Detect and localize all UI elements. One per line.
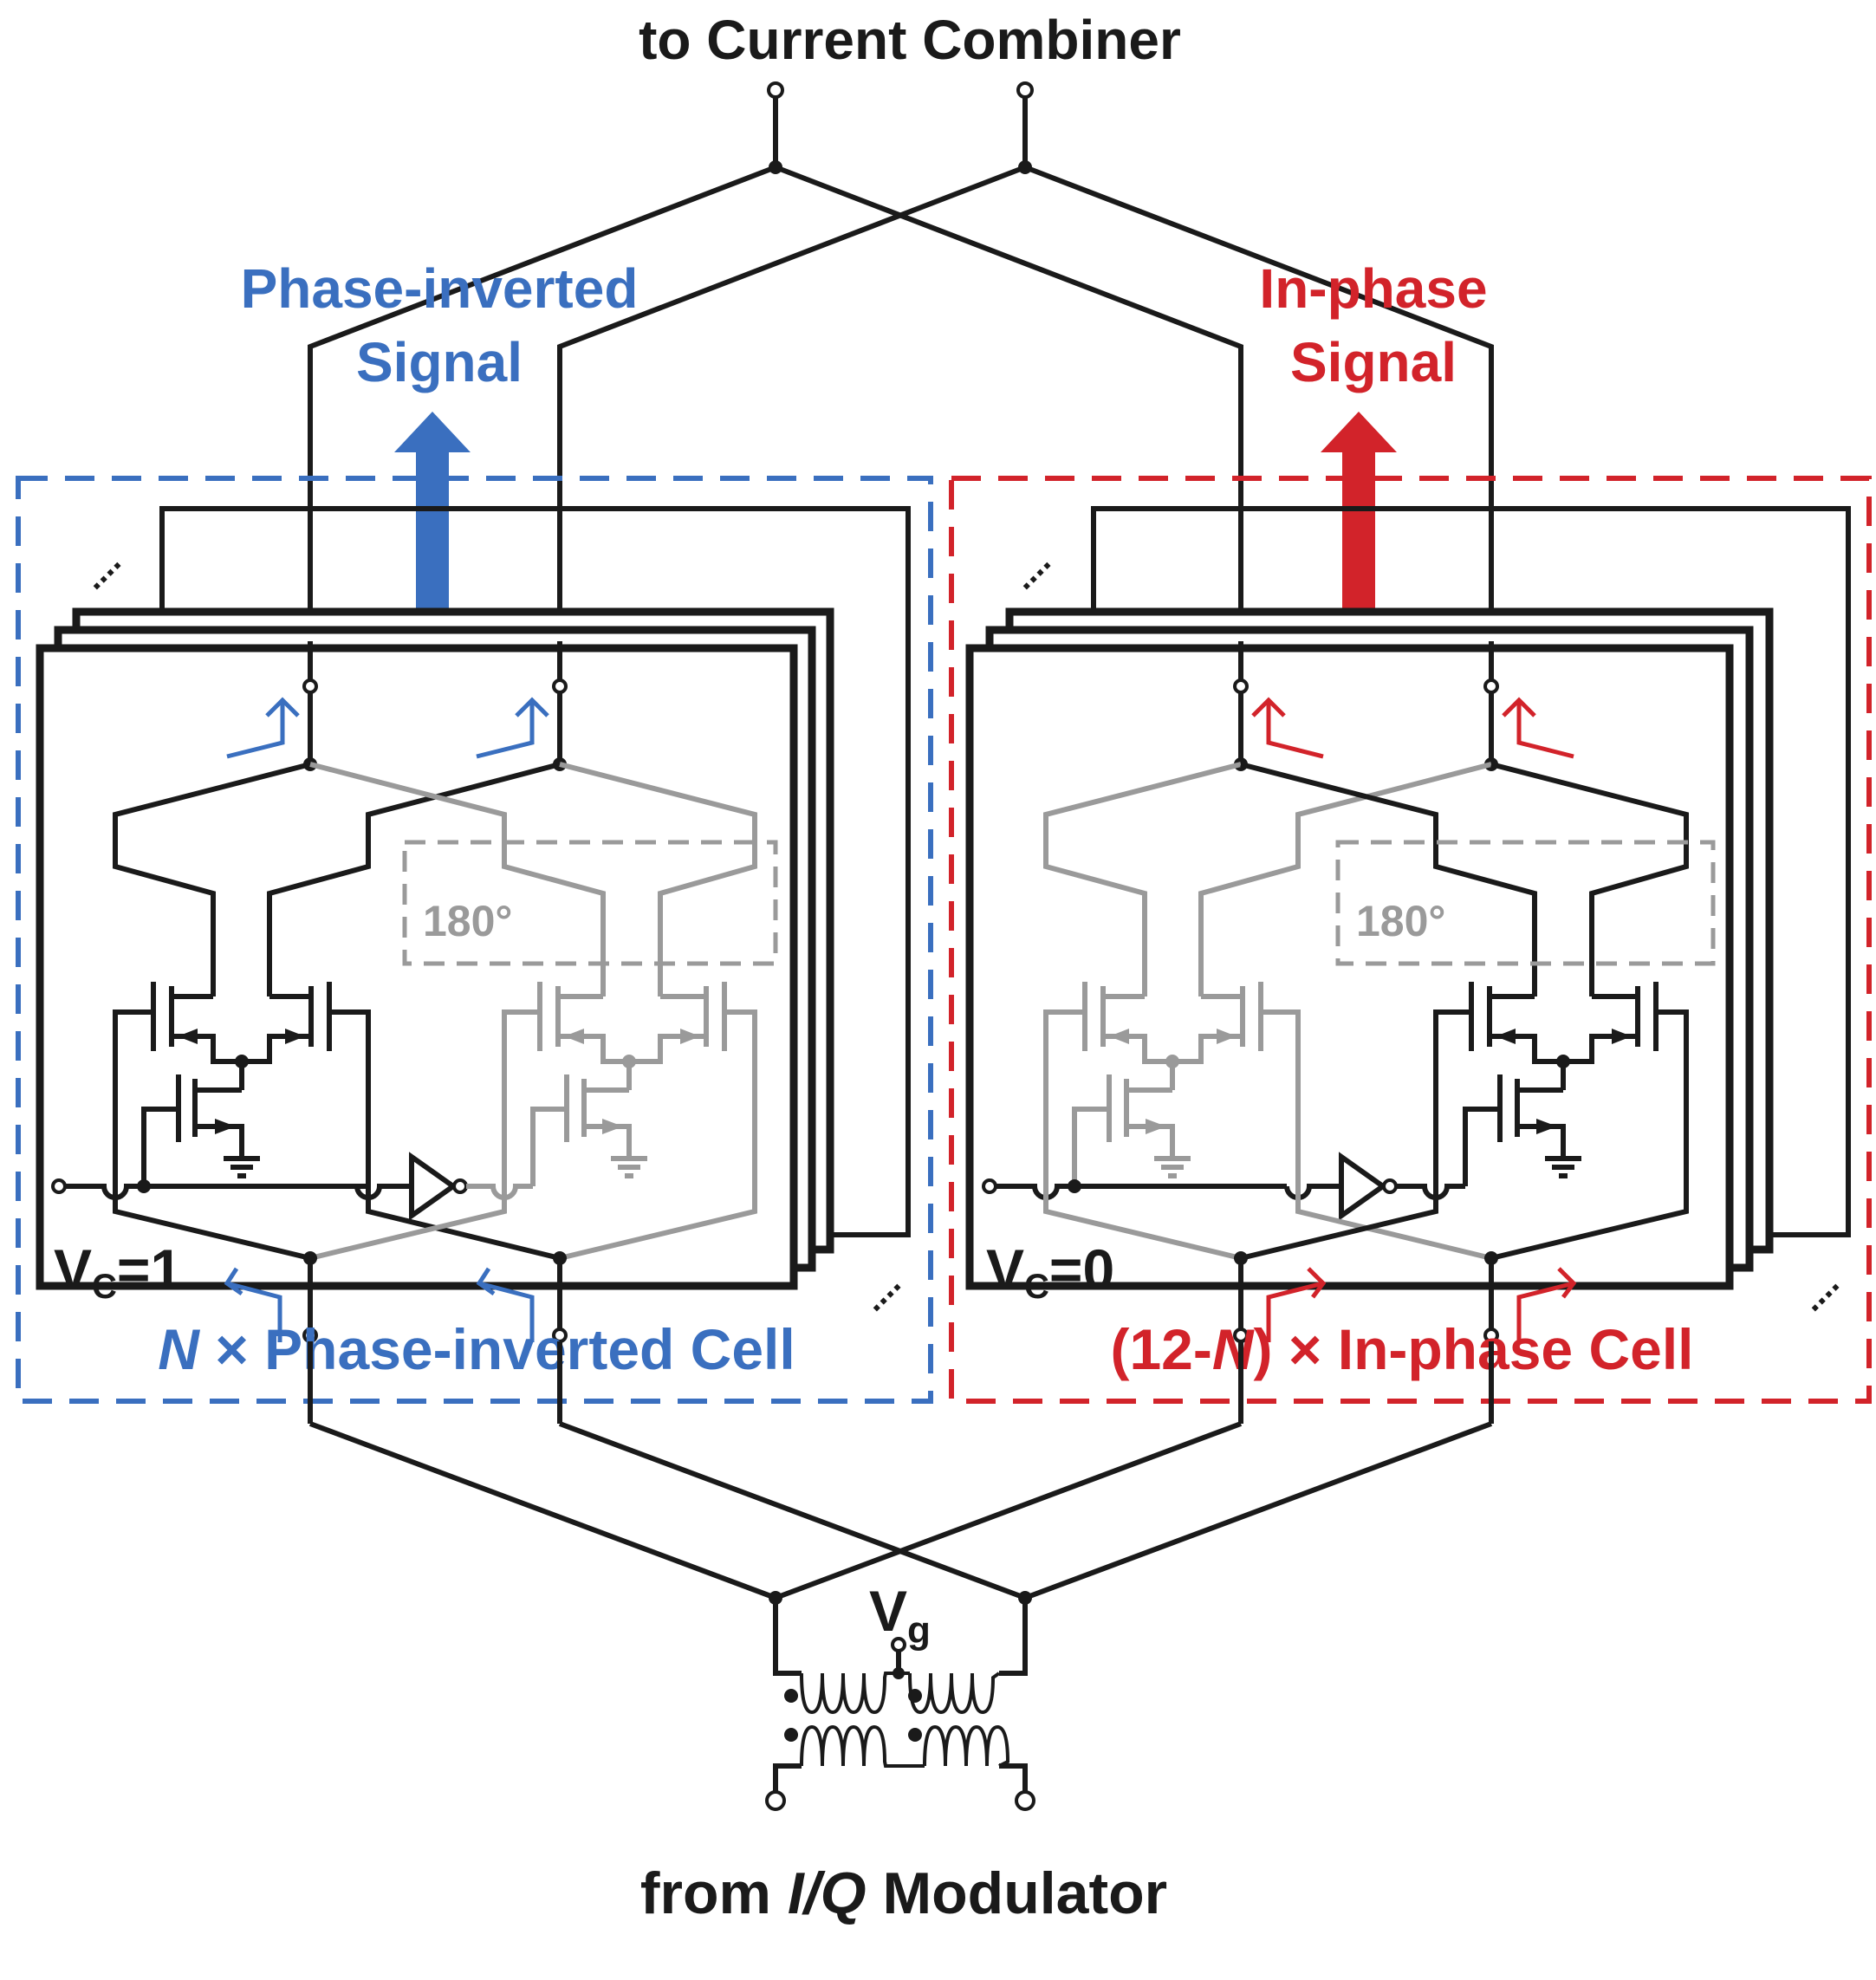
current-arrow-icon — [1516, 700, 1574, 759]
svg-text:Signal: Signal — [356, 331, 523, 393]
input-terminal-minus[interactable] — [1015, 1790, 1035, 1811]
input-terminal-plus[interactable] — [765, 1790, 786, 1811]
phase-shift-box — [1335, 840, 1716, 966]
inverter-icon — [409, 1152, 458, 1221]
vc-input-terminal[interactable] — [982, 1178, 997, 1194]
current-arrow-icon — [226, 1281, 282, 1342]
phase-shift-box — [402, 840, 778, 966]
vc-input-terminal[interactable] — [51, 1178, 67, 1194]
input-crossing-wires — [308, 1341, 1494, 1605]
svg-text:In-phase: In-phase — [1259, 257, 1487, 320]
active-transistor-pair — [1433, 982, 1689, 1191]
current-arrow-icon — [1266, 700, 1324, 759]
vg-label: Vg — [869, 1579, 931, 1652]
current-arrow-icon — [226, 700, 285, 759]
stack-ellipsis-bottom: .... — [854, 1264, 908, 1319]
output-crossing-wires — [308, 165, 1494, 641]
inactive-transistor-pair — [502, 982, 757, 1191]
vc-label: VC=0 — [986, 1237, 1114, 1306]
phase-inverted-signal-label: Phase-inverted Signal — [241, 257, 639, 393]
output-terminal-plus[interactable] — [767, 81, 784, 99]
inverter-icon — [1339, 1152, 1388, 1221]
control-input — [51, 1152, 533, 1221]
output-title: to Current Combiner — [639, 9, 1181, 71]
current-arrow-icon — [1516, 1281, 1574, 1342]
phase-inverted-group: .... .... 180° — [16, 476, 933, 1404]
phase-inverted-group-boundary — [16, 476, 933, 1404]
phase-shift-label: 180° — [1356, 897, 1445, 945]
svg-text:Phase-inverted: Phase-inverted — [241, 257, 639, 320]
in-phase-group: .... .... 180° — [949, 476, 1872, 1404]
output-terminal-minus[interactable] — [1016, 81, 1034, 99]
current-arrow-icon — [476, 700, 535, 759]
phase-shift-label: 180° — [423, 897, 512, 945]
stack-ellipsis-bottom: .... — [1792, 1264, 1847, 1319]
vg-terminal[interactable] — [891, 1637, 906, 1652]
input-title: from I/Q Modulator — [640, 1860, 1167, 1926]
in-phase-cell — [965, 644, 1734, 1290]
output-terminals — [767, 81, 1034, 174]
stack-ellipsis-top: .... — [1003, 542, 1058, 597]
inactive-transistor-pair — [1043, 982, 1301, 1191]
active-transistor-pair — [113, 982, 371, 1191]
input-transformer-icon — [773, 1598, 1028, 1792]
vc-label: VC=1 — [54, 1237, 182, 1306]
stack-ellipsis-top: .... — [74, 542, 128, 597]
in-phase-cell-caption: (12-N) × In-phase Cell — [1110, 1317, 1693, 1381]
svg-text:Signal: Signal — [1290, 331, 1457, 393]
phase-inverted-cell-caption: N × Phase-inverted Cell — [158, 1317, 795, 1381]
in-phase-group-boundary — [949, 476, 1872, 1404]
current-arrow-icon — [478, 1281, 535, 1342]
current-arrow-icon — [1266, 1281, 1324, 1342]
in-phase-signal-label: In-phase Signal — [1259, 257, 1487, 393]
